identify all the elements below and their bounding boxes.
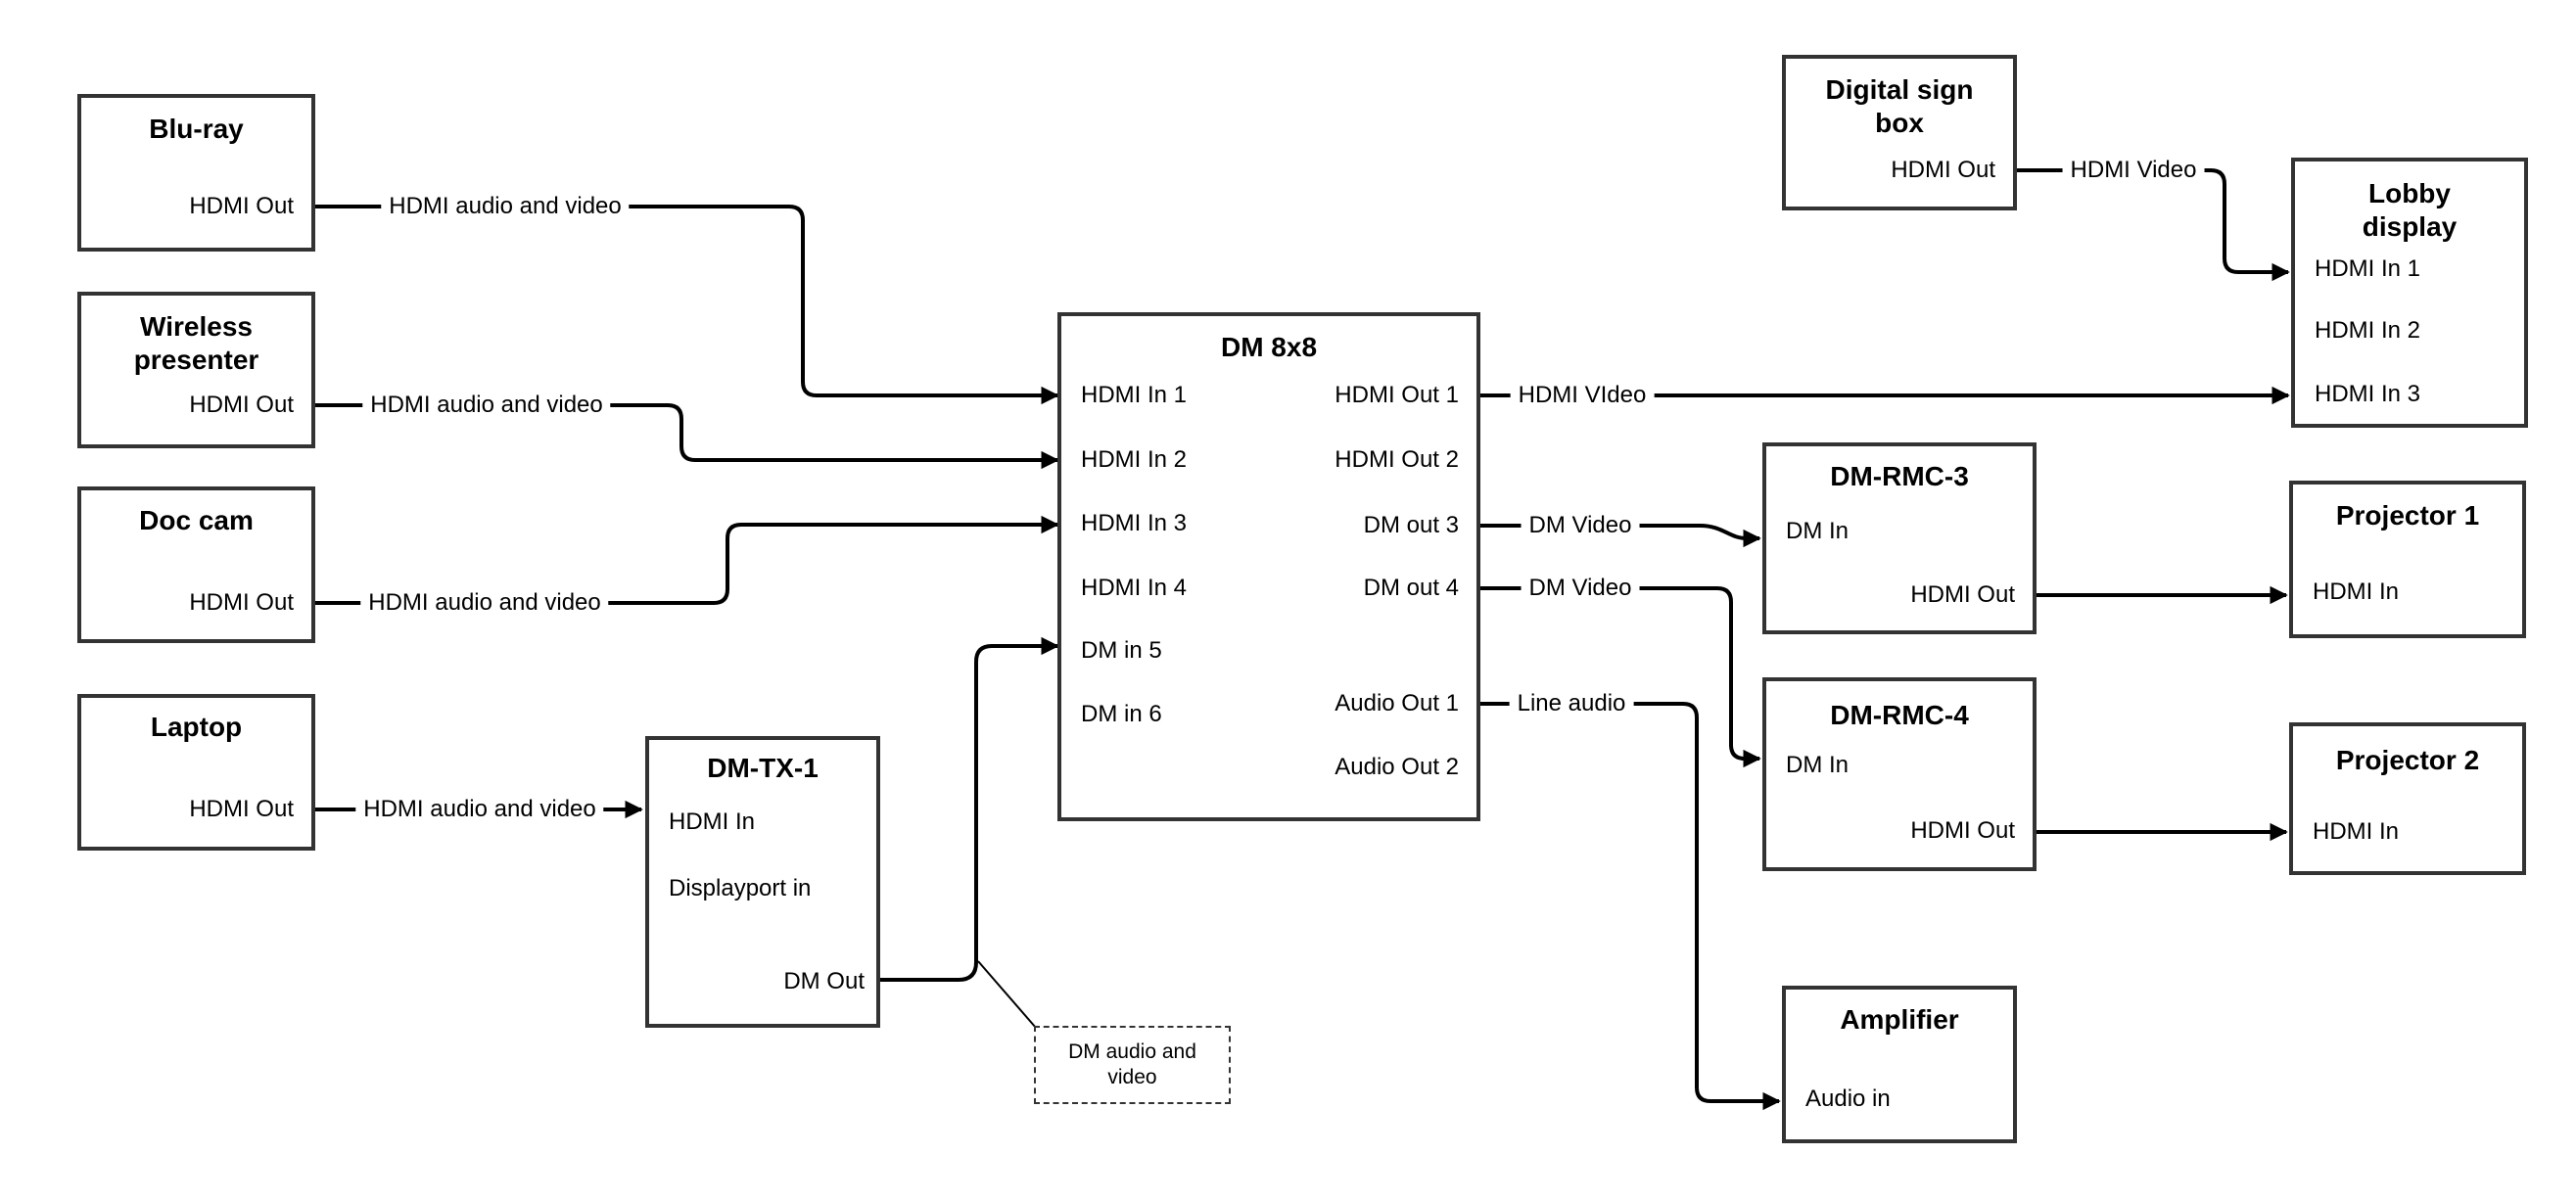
wire-digital-sign-to-lobby-hdmi-in-1 [2017, 168, 2290, 282]
annotation-line2: video [1107, 1066, 1157, 1088]
node-digital-sign-box-title-line1: Digital sign [1825, 74, 1974, 105]
wire-dm8x8-audio-out-1-to-amplifier-audio-in [1480, 702, 1781, 1111]
node-lobby-display-port-hdmi-in-2: HDMI In 2 [2315, 317, 2421, 344]
node-projector-1-port-hdmi-in: HDMI In [2313, 578, 2400, 605]
node-dm-8x8-port-hdmi-in-1: HDMI In 1 [1081, 382, 1188, 408]
node-laptop-port-hdmi-out: HDMI Out [189, 796, 294, 822]
node-dm-8x8-port-hdmi-out-2: HDMI Out 2 [1335, 446, 1459, 473]
node-dm-rmc-4-title: DM-RMC-4 [1830, 700, 1969, 730]
node-projector-2-title: Projector 2 [2335, 745, 2480, 775]
node-dm-8x8-port-audio-out-1: Audio Out 1 [1335, 690, 1459, 716]
wire-label-audio-out-1-link: Line audio [1509, 689, 1634, 718]
node-projector-2: Projector 2 HDMI In [2289, 722, 2526, 875]
wire-dmtx1-dm-out-to-dm8x8-dm-in-5 [880, 636, 1059, 982]
wire-label-digital-sign-link: HDMI Video [2062, 156, 2205, 185]
wire-wireless-to-dm8x8-hdmi-in-2 [315, 403, 1059, 470]
node-lobby-display-port-hdmi-in-1: HDMI In 1 [2315, 255, 2421, 282]
node-doc-cam: Doc cam HDMI Out [77, 486, 315, 643]
node-digital-sign-box-port-hdmi-out: HDMI Out [1891, 157, 1995, 183]
node-dm-rmc-4-port-hdmi-out: HDMI Out [1910, 817, 2015, 844]
wire-dm8x8-dm-out-4-to-dmrmc4-dm-in [1480, 586, 1761, 768]
node-dm-rmc-3: DM-RMC-3 DM In HDMI Out [1762, 442, 2037, 634]
node-dm-tx-1: DM-TX-1 HDMI In Displayport in DM Out [645, 736, 880, 1028]
node-laptop-title: Laptop [150, 712, 243, 742]
node-laptop: Laptop HDMI Out [77, 694, 315, 851]
node-dm-8x8-port-dm-out-4: DM out 4 [1363, 575, 1459, 601]
node-dm-8x8-port-audio-out-2: Audio Out 2 [1335, 754, 1459, 780]
node-lobby-display-port-hdmi-in-3: HDMI In 3 [2315, 381, 2421, 407]
wire-label-dm-out-3-link: DM Video [1521, 511, 1640, 540]
wire-bluray-to-dm8x8-hdmi-in-1 [315, 205, 1059, 405]
annotation-dm-audio-and-video: DM audio and video [1034, 1026, 1231, 1104]
node-wireless-presenter-port-hdmi-out: HDMI Out [189, 392, 294, 418]
node-dm-rmc-4-port-dm-in: DM In [1786, 752, 1850, 778]
node-dm-8x8-port-dm-out-3: DM out 3 [1363, 512, 1459, 538]
node-bluray-title: Blu-ray [149, 114, 244, 144]
wire-label-bluray-link: HDMI audio and video [381, 192, 630, 221]
node-dm-rmc-4: DM-RMC-4 DM In HDMI Out [1762, 677, 2037, 871]
node-dm-8x8-port-hdmi-in-2: HDMI In 2 [1081, 446, 1188, 473]
node-lobby-display-title-line2: display [2362, 211, 2458, 242]
node-doc-cam-title: Doc cam [139, 505, 254, 535]
wire-label-hdmi-out-1-link: HDMI VIdeo [1510, 381, 1655, 410]
node-wireless-presenter-title-line1: Wireless [140, 311, 253, 342]
node-digital-sign-box-title: Digital sign box [1786, 73, 2013, 140]
node-bluray: Blu-ray HDMI Out [77, 94, 315, 252]
node-dm-tx-1-title: DM-TX-1 [707, 753, 819, 783]
node-dm-tx-1-port-dm-out: DM Out [783, 968, 865, 994]
node-dm-8x8-port-dm-in-6: DM in 6 [1081, 701, 1162, 727]
wire-label-laptop-link: HDMI audio and video [355, 795, 604, 824]
node-dm-tx-1-port-displayport-in: Displayport in [669, 875, 812, 901]
annotation-line1: DM audio and [1068, 1040, 1196, 1063]
node-dm-8x8-port-dm-in-5: DM in 5 [1081, 637, 1162, 664]
node-dm-rmc-3-port-hdmi-out: HDMI Out [1910, 581, 2015, 608]
node-dm-8x8: DM 8x8 HDMI In 1 HDMI In 2 HDMI In 3 HDM… [1057, 312, 1480, 821]
node-dm-tx-1-port-hdmi-in: HDMI In [669, 808, 756, 835]
node-projector-1-title: Projector 1 [2335, 500, 2480, 531]
wire-dm8x8-dm-out-3-to-dmrmc3-dm-in [1480, 524, 1761, 548]
node-dm-8x8-port-hdmi-out-1: HDMI Out 1 [1335, 382, 1459, 408]
wire-label-doccam-link: HDMI audio and video [360, 588, 609, 618]
node-wireless-presenter: Wireless presenter HDMI Out [77, 292, 315, 448]
node-amplifier: Amplifier Audio in [1782, 986, 2017, 1143]
node-digital-sign-box: Digital sign box HDMI Out [1782, 55, 2017, 210]
node-dm-8x8-port-hdmi-in-3: HDMI In 3 [1081, 510, 1188, 536]
node-wireless-presenter-title-line2: presenter [133, 345, 259, 375]
node-digital-sign-box-title-line2: box [1875, 108, 1924, 138]
node-dm-rmc-3-title: DM-RMC-3 [1830, 461, 1969, 491]
node-bluray-port-hdmi-out: HDMI Out [189, 193, 294, 219]
node-lobby-display-title-line1: Lobby [2368, 178, 2451, 208]
node-lobby-display-title: Lobby display [2295, 177, 2524, 244]
wire-label-wireless-link: HDMI audio and video [362, 391, 611, 420]
wire-label-dm-out-4-link: DM Video [1521, 574, 1640, 603]
wire-doccam-to-dm8x8-hdmi-in-3 [315, 515, 1059, 605]
node-dm-8x8-title: DM 8x8 [1220, 332, 1318, 362]
node-amplifier-port-audio-in: Audio in [1805, 1086, 1891, 1112]
node-amplifier-title: Amplifier [1840, 1004, 1959, 1035]
annotation-leader-line [977, 960, 1037, 1029]
node-doc-cam-port-hdmi-out: HDMI Out [189, 589, 294, 616]
node-lobby-display: Lobby display HDMI In 1 HDMI In 2 HDMI I… [2291, 158, 2528, 428]
node-dm-rmc-3-port-dm-in: DM In [1786, 518, 1850, 544]
node-projector-2-port-hdmi-in: HDMI In [2313, 818, 2400, 845]
node-wireless-presenter-title: Wireless presenter [81, 310, 311, 377]
node-dm-8x8-port-hdmi-in-4: HDMI In 4 [1081, 575, 1188, 601]
node-projector-1: Projector 1 HDMI In [2289, 481, 2526, 638]
